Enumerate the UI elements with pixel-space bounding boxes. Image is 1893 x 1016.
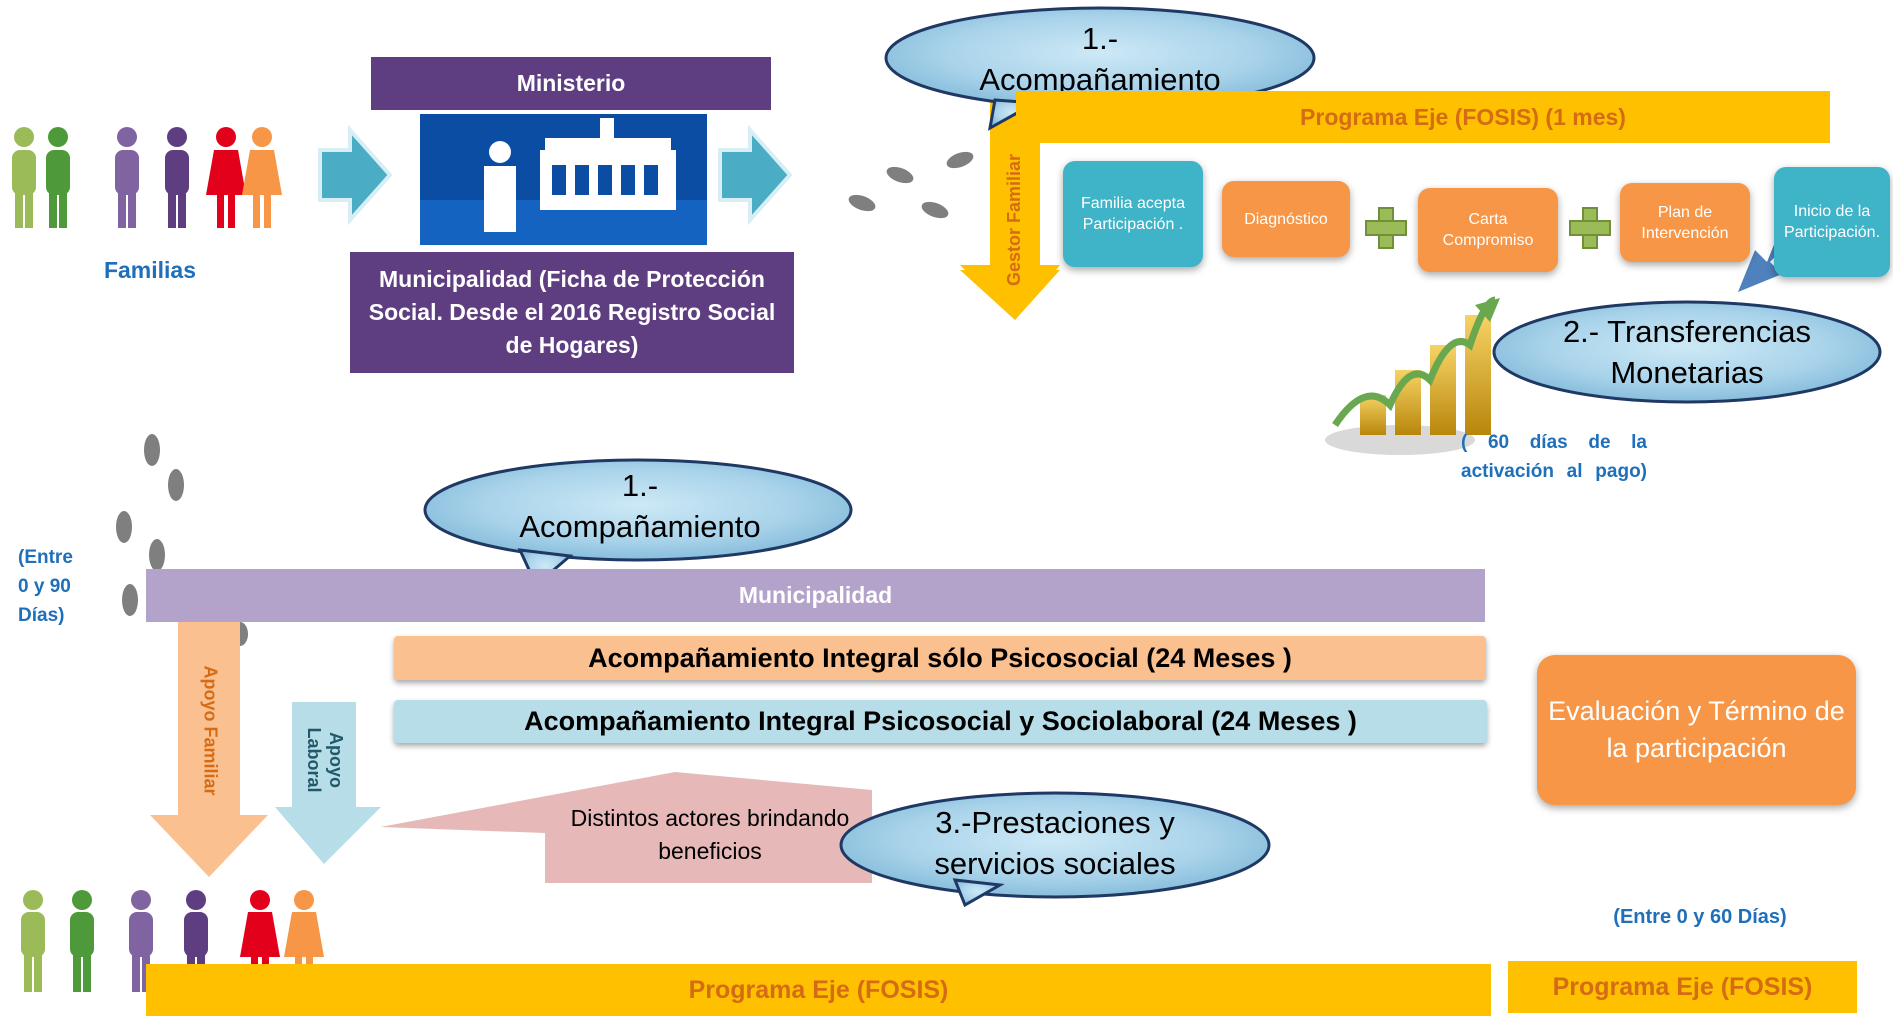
apoyo-familiar-arrow — [150, 622, 268, 877]
footprints-icon — [848, 151, 974, 219]
bubble-transferencias: 2.- Transferencias Monetarias — [1562, 314, 1812, 390]
gestor-familiar-label: Gestor Familiar — [1004, 153, 1025, 287]
programa-eje-1-bar: Programa Eje (FOSIS) (1 mes) — [1016, 91, 1830, 143]
plus-icon — [1569, 207, 1611, 249]
step-inicio-participacion: Inicio de la Participación. — [1774, 167, 1890, 277]
step-familia-acepta: Familia acepta Participación . — [1063, 161, 1203, 267]
couple-olive-green-icon — [12, 127, 70, 228]
money-growth-illustration — [1325, 296, 1500, 455]
actores-label: Distintos actores brindando beneficios — [570, 805, 850, 864]
step-plan-intervencion: Plan de Intervención — [1620, 183, 1750, 262]
programa-eje-2-bar: Programa Eje (FOSIS) — [146, 964, 1491, 1016]
programa-eje-3-bar: Programa Eje (FOSIS) — [1508, 961, 1857, 1013]
sixty-days-note: ( 60 días de la activación al pago) — [1461, 432, 1647, 482]
couple-blue-purple-icon — [115, 127, 189, 228]
ministerio-label: Ministerio — [371, 57, 771, 110]
right-arrow-icon — [318, 124, 393, 226]
bubble-acompanamiento-top: 1.- Acompañamiento — [979, 21, 1221, 97]
speech-bubble-shape-2 — [1492, 300, 1882, 404]
speech-bubble-shape-4 — [839, 791, 1271, 908]
couple-red-orange-icon — [206, 127, 282, 228]
speech-bubble-shape-3 — [423, 458, 853, 588]
apoyo-laboral-label: Apoyo Laboral — [304, 727, 346, 793]
step-carta-compromiso: Carta Compromiso — [1418, 188, 1558, 272]
step-diagnostico: Diagnóstico — [1222, 181, 1350, 257]
familias-label: Familias — [103, 256, 197, 283]
evaluacion-termino-box: Evaluación y Término de la participación — [1537, 655, 1856, 805]
plus-icon — [1365, 207, 1407, 249]
bubble-prestaciones: 3.-Prestaciones y servicios sociales — [934, 805, 1176, 881]
actores-callout-shape — [380, 772, 872, 883]
family-group-top-icon — [12, 127, 282, 228]
integral-psicosocial-bar: Acompañamiento Integral sólo Psicosocial… — [394, 636, 1486, 680]
municipalidad-bar: Municipalidad — [146, 569, 1485, 622]
right-arrow-icon — [718, 124, 793, 226]
entre-60-dias-label: (Entre 0 y 60 Días) — [1613, 905, 1787, 928]
bubble-acompanamiento-bottom: 1.- Acompañamiento — [519, 468, 761, 544]
gestor-familiar-arrow-head — [960, 265, 1060, 320]
entre-90-dias-label: (Entre 0 y 90 Días) — [18, 547, 73, 626]
government-building-illustration — [420, 114, 707, 245]
apoyo-familiar-label: Apoyo Familiar — [200, 664, 221, 796]
apoyo-laboral-arrow — [275, 702, 381, 864]
integral-sociolaboral-bar: Acompañamiento Integral Psicosocial y So… — [394, 700, 1487, 743]
municipalidad-ficha-box: Municipalidad (Ficha de Protección Socia… — [350, 252, 794, 373]
gestor-familiar-arrow — [960, 95, 1060, 320]
